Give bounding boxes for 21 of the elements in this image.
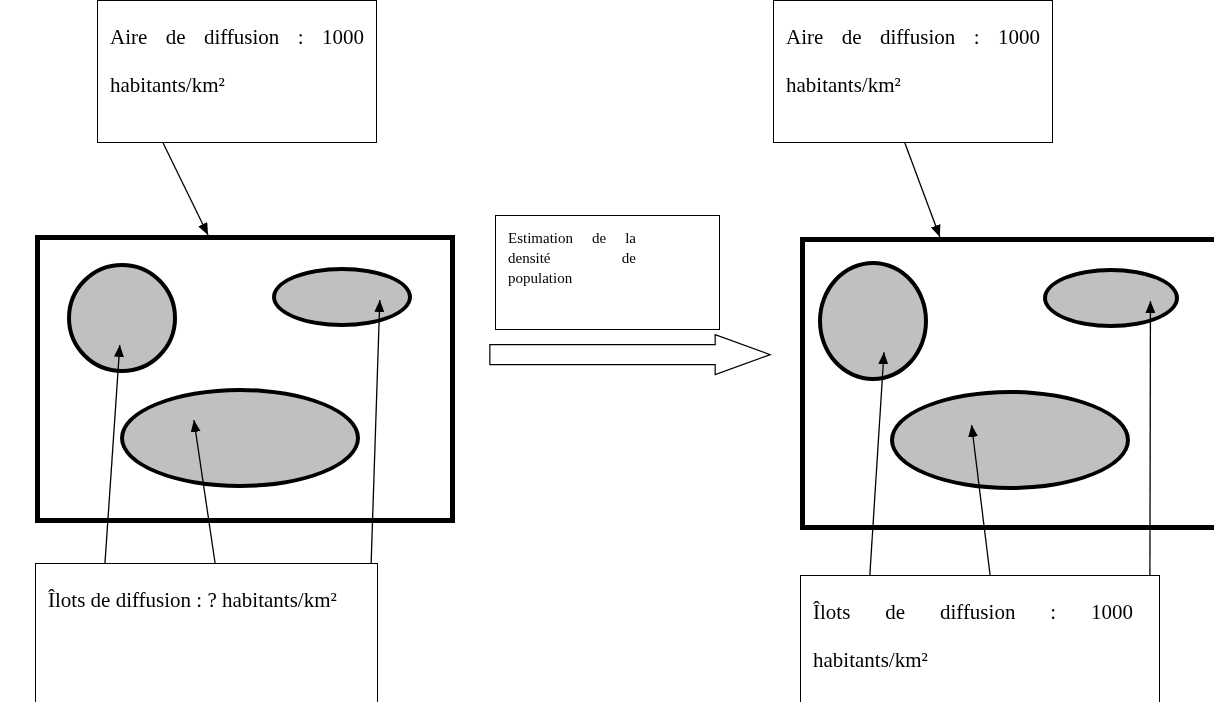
arrow [162, 142, 209, 236]
arrow [869, 351, 889, 576]
area-rectangle [35, 235, 455, 523]
area-rectangle [800, 237, 1214, 530]
box-text: Aire de diffusion : 1000 habitants/km² [786, 24, 1040, 99]
arrow [1145, 300, 1156, 576]
arrow [104, 344, 124, 564]
text-box [773, 0, 1053, 143]
arrow [190, 419, 216, 564]
text-box [35, 563, 378, 702]
box-text: Estimation de la densité de population [508, 229, 636, 288]
text-box [800, 575, 1160, 702]
box-text: Îlots de diffusion : 1000 habitants/km² [813, 599, 1133, 674]
block-arrow [489, 333, 772, 376]
text-box [495, 215, 720, 330]
arrow [968, 424, 991, 576]
text-box [97, 0, 377, 143]
arrow [904, 142, 941, 238]
box-text: Aire de diffusion : 1000 habitants/km² [110, 24, 364, 99]
arrow [370, 299, 385, 564]
box-text: Îlots de diffusion : ? habitants/km² [48, 587, 338, 614]
